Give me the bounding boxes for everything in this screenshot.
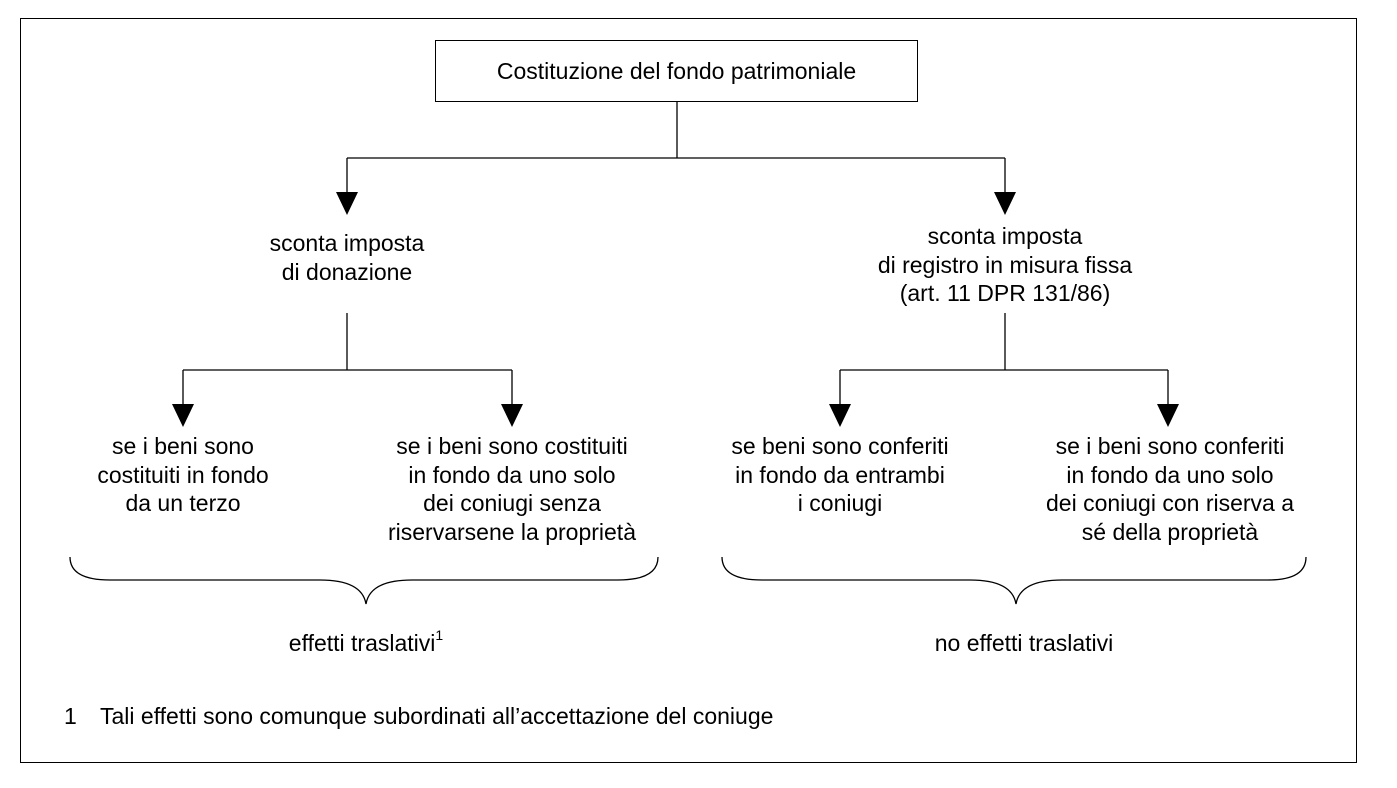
- left-child-2-line-2: in fondo da uno solo: [408, 461, 616, 488]
- left-child-2-line-1: se i beni sono costituiti: [396, 433, 628, 459]
- right-brace: [721, 556, 1307, 605]
- right-group-label-text: no effetti traslativi: [934, 630, 1114, 656]
- footnote: 1 Tali effetti sono comunque subordinati …: [64, 703, 773, 730]
- right-child-1-line-1: se beni sono conferiti: [731, 433, 949, 459]
- left-group-label-text: effetti traslativi: [288, 630, 436, 656]
- left-child-1-node: se i beni sono costituiti in fondo da un…: [63, 432, 303, 518]
- diagram-frame: [20, 18, 1357, 763]
- right-branch-line-1: sconta imposta: [927, 223, 1083, 249]
- right-child-2-line-3: dei coniugi con riserva a: [1045, 490, 1295, 516]
- left-child-2-line-4: riservarsene la proprietà: [387, 518, 636, 545]
- left-child-1-line-2: costituiti in fondo: [97, 461, 269, 488]
- root-label: Costituzione del fondo patrimoniale: [496, 57, 857, 84]
- arrow-head-right: [994, 192, 1016, 215]
- right-branch-node: sconta imposta di registro in misura fis…: [835, 222, 1175, 308]
- left-child-2-line-3: dei coniugi senza: [423, 490, 601, 516]
- footnote-number: 1: [64, 703, 77, 729]
- right-branch-line-3: (art. 11 DPR 131/86): [899, 280, 1111, 306]
- right-child-2-line-2: in fondo da uno solo: [1066, 461, 1274, 488]
- footnote-marker: 1: [435, 627, 444, 643]
- right-child-2-line-4: sé della proprietà: [1081, 518, 1259, 545]
- arrow-head-left-child-1: [172, 404, 194, 427]
- right-child-2-line-1: se i beni sono conferiti: [1055, 433, 1285, 459]
- arrow-head-left: [336, 192, 358, 215]
- footnote-text: Tali effetti sono comunque subordinati a…: [100, 703, 774, 729]
- left-child-1-line-3: da un terzo: [125, 490, 241, 516]
- left-child-2-node: se i beni sono costituiti in fondo da un…: [357, 432, 667, 546]
- right-group-label: no effetti traslativi: [874, 629, 1174, 658]
- root-node: Costituzione del fondo patrimoniale: [435, 40, 918, 102]
- right-child-1-line-3: i coniugi: [797, 490, 883, 516]
- left-brace: [69, 556, 659, 605]
- left-branch-node: sconta imposta di donazione: [197, 229, 497, 286]
- left-branch-line-1: sconta imposta: [269, 230, 425, 256]
- right-child-1-line-2: in fondo da entrambi: [735, 461, 945, 488]
- arrow-head-right-child-2: [1157, 404, 1179, 427]
- right-branch-line-2: di registro in misura fissa: [877, 251, 1133, 278]
- right-child-2-node: se i beni sono conferiti in fondo da uno…: [1010, 432, 1330, 546]
- left-group-label: effetti traslativi1: [216, 627, 516, 658]
- arrow-head-left-child-2: [501, 404, 523, 427]
- right-child-1-node: se beni sono conferiti in fondo da entra…: [700, 432, 980, 518]
- left-child-1-line-1: se i beni sono: [112, 433, 254, 459]
- left-branch-line-2: di donazione: [281, 258, 413, 285]
- arrow-head-right-child-1: [829, 404, 851, 427]
